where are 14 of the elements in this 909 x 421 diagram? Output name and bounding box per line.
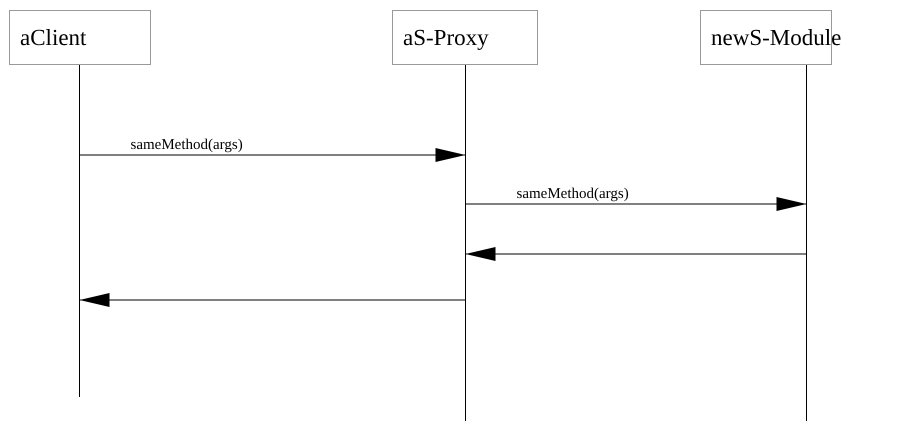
object-box bbox=[9, 10, 151, 65]
message-arrow bbox=[79, 293, 466, 307]
message-arrow bbox=[465, 247, 807, 261]
message-arrow bbox=[465, 197, 807, 211]
lifeline bbox=[79, 65, 80, 397]
message-arrow bbox=[79, 148, 466, 162]
object-name: newS-Module bbox=[710, 24, 842, 50]
object-box bbox=[392, 10, 538, 65]
lifeline bbox=[806, 65, 807, 421]
edge-label: sameMethod(args) bbox=[130, 138, 244, 153]
object-name: aClient bbox=[19, 24, 86, 50]
lifeline bbox=[465, 65, 466, 421]
edge-label: sameMethod(args) bbox=[516, 187, 630, 202]
object-name: aS-Proxy bbox=[402, 24, 489, 50]
